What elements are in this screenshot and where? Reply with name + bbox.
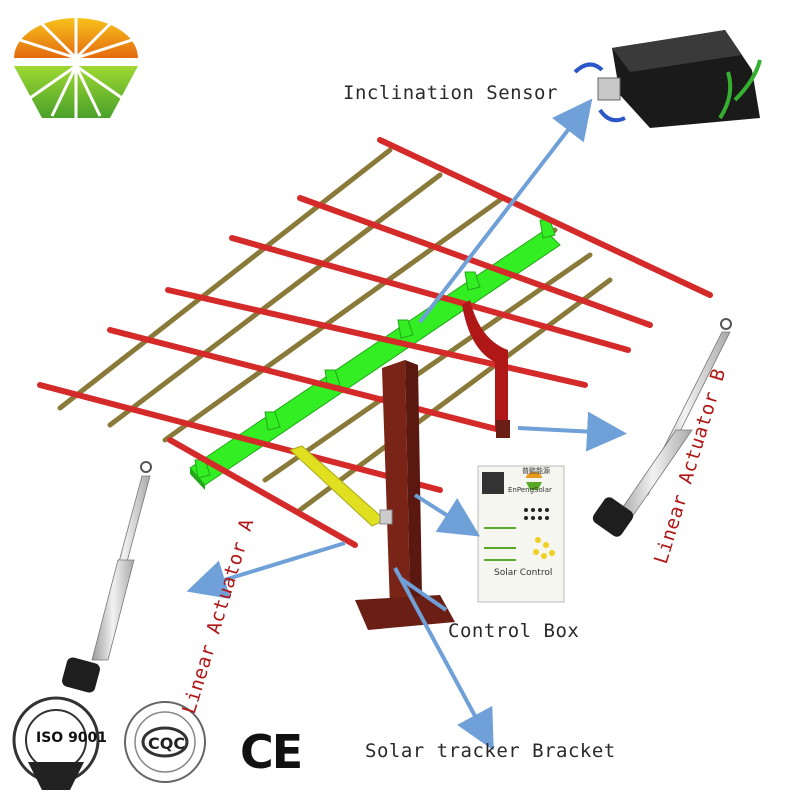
label-solar-tracker-bracket: Solar tracker Bracket bbox=[365, 740, 616, 762]
label-control-box: Control Box bbox=[448, 620, 580, 642]
arrow-to-inclination-sensor bbox=[418, 98, 593, 324]
frame-rails bbox=[37, 137, 713, 548]
iso-badge-text: ISO 9001 bbox=[36, 730, 108, 746]
actuator-b-arm bbox=[462, 300, 510, 438]
arrow-to-actuator-b bbox=[517, 411, 627, 452]
arrow-to-control-box bbox=[413, 493, 481, 537]
ce-mark: CE bbox=[240, 725, 303, 779]
control-box-brand: EnPengSolar bbox=[508, 486, 552, 494]
control-box-title: Solar Control bbox=[494, 568, 553, 578]
company-logo bbox=[14, 14, 138, 118]
arrow-to-actuator-a bbox=[186, 541, 346, 599]
linear-actuator-a bbox=[62, 461, 152, 693]
tracker-post bbox=[355, 360, 455, 630]
iso-badge bbox=[12, 696, 100, 790]
arrow-control-box-label bbox=[398, 576, 448, 612]
inclination-sensor-device bbox=[573, 30, 762, 128]
arrow-to-bracket bbox=[393, 567, 494, 751]
callout-arrows bbox=[186, 98, 627, 751]
linear-actuator-b bbox=[592, 318, 732, 537]
control-box-panel bbox=[477, 465, 565, 603]
control-box-chinese-title: 普鹏能源 bbox=[522, 467, 550, 475]
cqc-badge-text: CQC bbox=[148, 734, 186, 753]
cqc-badge bbox=[124, 701, 206, 783]
torque-tube bbox=[189, 219, 561, 490]
label-inclination-sensor: Inclination Sensor bbox=[343, 82, 558, 104]
